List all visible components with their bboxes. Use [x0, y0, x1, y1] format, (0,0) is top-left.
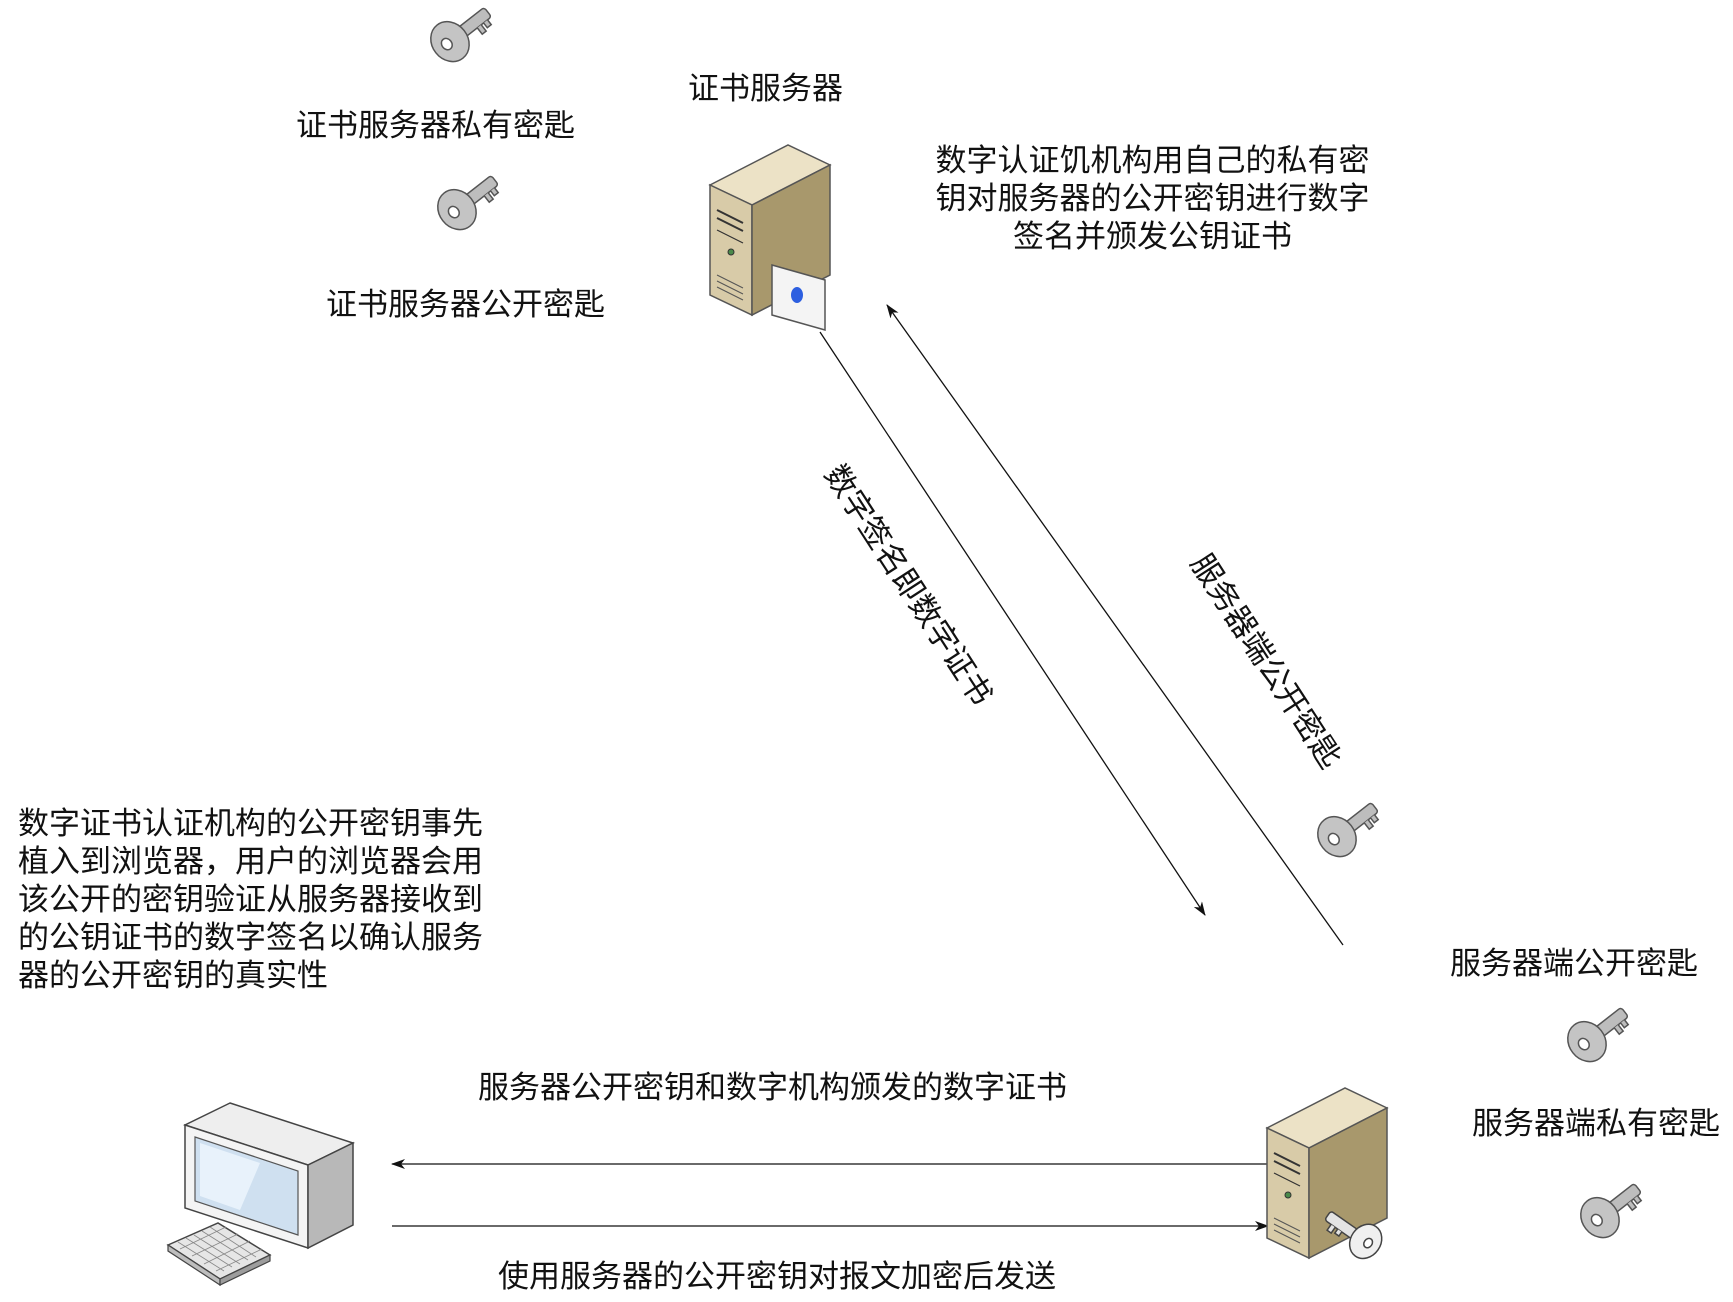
- server-to-client-label: 服务器公开密钥和数字机构颁发的数字证书: [478, 1070, 1067, 1106]
- cert-server-title: 证书服务器: [688, 71, 843, 107]
- client-note-line: 该公开的密钥验证从服务器接收到: [18, 882, 483, 918]
- cert-sign-note-line: 数字认证饥机构用自己的私有密: [935, 143, 1370, 179]
- server-public-key-icon: [1567, 1007, 1630, 1063]
- cert-sign-note: 数字认证饥机构用自己的私有密 钥对服务器的公开密钥进行数字 签名并颁发公钥证书: [920, 142, 1385, 256]
- server-private-key-icon: [1580, 1183, 1643, 1239]
- client-to-server-label: 使用服务器的公开密钥对报文加密后发送: [498, 1259, 1056, 1295]
- web-server-icon: [1265, 1087, 1389, 1260]
- client-note-line: 植入到浏览器，用户的浏览器会用: [18, 844, 483, 880]
- client-note-line: 器的公开密钥的真实性: [18, 958, 328, 994]
- client-note: 数字证书认证机构的公开密钥事先 植入到浏览器，用户的浏览器会用 该公开的密钥验证…: [18, 805, 483, 995]
- client-note-line: 的公钥证书的数字签名以确认服务: [18, 920, 483, 956]
- client-note-line: 数字证书认证机构的公开密钥事先: [18, 806, 483, 842]
- cert-private-key-label: 证书服务器私有密匙: [296, 108, 575, 144]
- cert-public-key-icon: [437, 175, 500, 231]
- client-computer-icon: [166, 1102, 355, 1287]
- arrow-cert-to-server: [819, 331, 1206, 916]
- server-public-key-label: 服务器端公开密匙: [1450, 946, 1698, 982]
- cert-public-key-label: 证书服务器公开密匙: [326, 287, 605, 323]
- server-public-key-transit-icon: [1317, 802, 1380, 858]
- server-private-key-label: 服务器端私有密匙: [1472, 1106, 1720, 1142]
- certificate-server-icon: [708, 144, 832, 331]
- cert-sign-note-line: 钥对服务器的公开密钥进行数字: [935, 181, 1370, 217]
- cert-sign-note-line: 签名并颁发公钥证书: [1013, 219, 1292, 255]
- cert-private-key-icon: [430, 7, 493, 63]
- arrow-server-to-cert: [886, 304, 1344, 946]
